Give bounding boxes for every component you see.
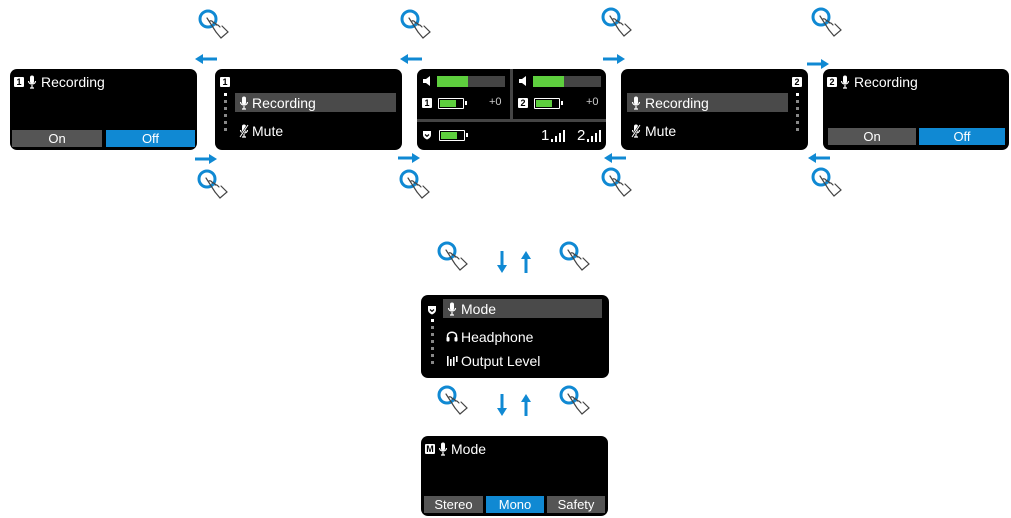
mute-icon xyxy=(239,124,249,138)
menu-item-mute[interactable]: Mute xyxy=(645,123,677,139)
menu-highlight xyxy=(627,93,788,112)
channel-1-badge: 1 xyxy=(422,98,432,108)
recording-onoff-screen-1: 1 Recording On Off xyxy=(10,69,197,150)
tap-hand-icon xyxy=(598,6,638,46)
microphone-icon xyxy=(840,75,850,89)
divider-horizontal xyxy=(417,119,606,122)
home-status-screen: 1 +0 2 +0 1 2 xyxy=(417,69,606,150)
shield-icon xyxy=(422,130,432,140)
arrow-right-icon xyxy=(603,54,625,64)
mode-title: Mode xyxy=(451,441,487,457)
channel-1-badge: 1 xyxy=(14,77,24,87)
arrow-left-icon xyxy=(808,153,830,163)
stereo-option[interactable]: Stereo xyxy=(424,496,483,513)
headphone-icon xyxy=(446,331,458,342)
channel-2-badge: 2 xyxy=(792,77,802,87)
output-level-icon xyxy=(447,356,458,366)
microphone-icon xyxy=(631,96,641,110)
tap-hand-icon xyxy=(434,240,474,280)
arrow-up-icon xyxy=(521,251,531,273)
channel-1-badge: 1 xyxy=(220,77,230,87)
tap-hand-icon xyxy=(556,384,596,424)
arrow-down-icon xyxy=(497,394,507,416)
recording-title: Recording xyxy=(41,74,105,90)
arrow-left-icon xyxy=(400,54,422,64)
menu-item-recording[interactable]: Recording xyxy=(645,95,709,111)
channel-2-badge: 2 xyxy=(827,77,837,87)
battery-icon xyxy=(534,98,563,109)
tap-hand-icon xyxy=(808,6,848,46)
arrow-left-icon xyxy=(604,153,626,163)
mode-screen: M Mode Stereo Mono Safety xyxy=(421,436,608,516)
channel-2-badge: 2 xyxy=(518,98,528,108)
microphone-icon xyxy=(239,96,249,110)
level-meter-1 xyxy=(437,76,505,87)
signal-icon xyxy=(551,130,565,142)
microphone-icon xyxy=(27,75,37,89)
speaker-icon xyxy=(422,75,432,87)
tap-hand-icon xyxy=(194,168,234,208)
tap-hand-icon xyxy=(808,166,848,206)
off-button[interactable]: Off xyxy=(106,130,195,147)
arrow-down-icon xyxy=(497,251,507,273)
gain-value-2: +0 xyxy=(586,96,599,108)
tap-hand-icon xyxy=(598,166,638,206)
channel-1-menu-screen: 1 Recording Mute xyxy=(215,69,402,150)
receiver-2-label: 2 xyxy=(577,127,586,144)
menu-item-recording[interactable]: Recording xyxy=(252,95,316,111)
menu-item-mode[interactable]: Mode xyxy=(461,301,497,317)
arrow-up-icon xyxy=(521,394,531,416)
microphone-icon xyxy=(447,302,457,316)
receiver-1-label: 1 xyxy=(541,127,550,144)
mode-badge: M xyxy=(425,444,435,454)
menu-item-headphone[interactable]: Headphone xyxy=(461,329,534,345)
scroll-indicator xyxy=(796,93,799,135)
mute-icon xyxy=(631,124,641,138)
channel-2-menu-screen: 2 Recording Mute xyxy=(621,69,808,150)
tap-hand-icon xyxy=(434,384,474,424)
arrow-right-icon xyxy=(195,154,217,164)
signal-icon xyxy=(587,130,601,142)
main-menu-screen: Mode Headphone Output Level xyxy=(421,295,609,378)
microphone-icon xyxy=(438,442,448,456)
menu-highlight xyxy=(443,299,602,318)
battery-icon xyxy=(439,130,468,141)
recording-onoff-screen-2: 2 Recording On Off xyxy=(823,69,1009,150)
menu-item-mute[interactable]: Mute xyxy=(252,123,284,139)
on-button[interactable]: On xyxy=(12,130,102,147)
battery-icon xyxy=(438,98,467,109)
scroll-indicator xyxy=(224,93,227,135)
gain-value-1: +0 xyxy=(489,96,502,108)
shield-icon xyxy=(427,305,437,315)
safety-option[interactable]: Safety xyxy=(547,496,605,513)
speaker-icon xyxy=(518,75,528,87)
tap-hand-icon xyxy=(396,168,436,208)
menu-item-output-level[interactable]: Output Level xyxy=(461,353,541,369)
tap-hand-icon xyxy=(397,8,437,48)
divider-vertical xyxy=(510,69,513,119)
arrow-right-icon xyxy=(398,153,420,163)
recording-title: Recording xyxy=(854,74,918,90)
scroll-indicator xyxy=(431,319,434,368)
menu-highlight xyxy=(235,93,396,112)
tap-hand-icon xyxy=(556,240,596,280)
level-meter-2 xyxy=(533,76,601,87)
off-button[interactable]: Off xyxy=(919,128,1005,145)
mono-option[interactable]: Mono xyxy=(486,496,544,513)
tap-hand-icon xyxy=(195,8,235,48)
arrow-right-icon xyxy=(807,59,829,69)
arrow-left-icon xyxy=(195,54,217,64)
on-button[interactable]: On xyxy=(828,128,916,145)
